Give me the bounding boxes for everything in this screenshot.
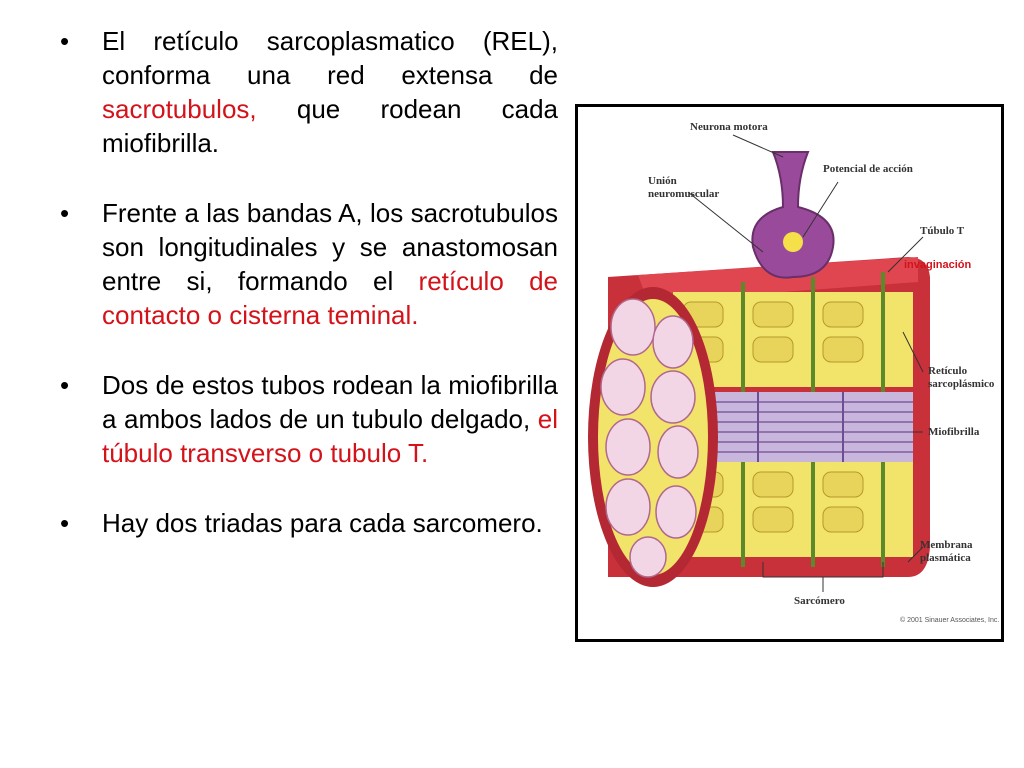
bullet-item-3: • Dos de estos tubos rodean la miofibril… — [60, 368, 558, 470]
bullet-item-1: • El retículo sarcoplasmatico (REL), con… — [60, 24, 558, 160]
label-reticulo-1: Retículo — [928, 365, 968, 377]
bullet-marker: • — [60, 26, 70, 56]
bullet-text-4: Hay dos triadas para cada sarcomero. — [102, 506, 558, 540]
text-segment: que rodean cada miofibrilla. — [102, 94, 558, 158]
bullet-text-3: Dos de estos tubos rodean la miofibrilla… — [102, 368, 558, 470]
label-miofibrilla: Miofibrilla — [928, 426, 980, 438]
action-potential-burst — [783, 232, 803, 252]
figure-copyright: © 2001 Sinauer Associates, Inc. — [900, 617, 1000, 624]
text-segment: Frente a las bandas A, los sacrotubulos … — [102, 198, 558, 296]
motor-neuron — [751, 151, 835, 279]
text-segment: Hay dos triadas para cada sarcomero. — [102, 508, 543, 538]
label-invaginacion: invaginación — [904, 259, 972, 271]
label-potencial-de-accion: Potencial de acción — [823, 163, 913, 175]
label-sarcomero: Sarcómero — [794, 595, 845, 607]
highlight-segment: el túbulo transverso o tubulo T. — [102, 404, 558, 468]
label-reticulo-2: sarcoplásmico — [928, 378, 995, 390]
label-union-1: Unión — [648, 175, 677, 187]
bullet-marker: • — [60, 370, 70, 400]
text-segment: Dos de estos tubos rodean la miofibrilla… — [102, 370, 558, 434]
bullet-text-2: Frente a las bandas A, los sacrotubulos … — [102, 196, 558, 332]
bullet-marker: • — [60, 198, 70, 228]
plasma-membrane-top — [638, 257, 918, 302]
myofibril-striations — [673, 401, 913, 453]
muscle-fiber-illustration — [588, 134, 930, 592]
label-membrana-1: Membrana — [920, 539, 973, 551]
highlight-segment: retículo de contacto o cisterna teminal. — [102, 266, 559, 330]
label-union-2: neuromuscular — [648, 188, 720, 200]
text-segment: El retículo sarcoplasmatico (REL), confo… — [102, 26, 558, 90]
bullet-text-1: El retículo sarcoplasmatico (REL), confo… — [102, 24, 558, 160]
myofibril-cross-sections — [600, 298, 699, 578]
bullet-marker: • — [60, 508, 70, 538]
muscle-fiber-figure: Neurona motora Unión neuromuscular Poten… — [575, 104, 1004, 642]
bullet-item-4: • Hay dos triadas para cada sarcomero. — [60, 506, 558, 540]
sarcomere-z-lines — [757, 392, 844, 462]
label-tubulo-t: Túbulo T — [920, 225, 965, 237]
label-leader-lines — [687, 134, 924, 592]
label-neurona-motora: Neurona motora — [690, 121, 768, 133]
highlight-segment: sacrotubulos, — [102, 94, 257, 124]
bullet-item-2: • Frente a las bandas A, los sacrotubulo… — [60, 196, 558, 332]
label-membrana-2: plasmática — [920, 552, 971, 564]
bullet-list: • El retículo sarcoplasmatico (REL), con… — [60, 24, 558, 576]
